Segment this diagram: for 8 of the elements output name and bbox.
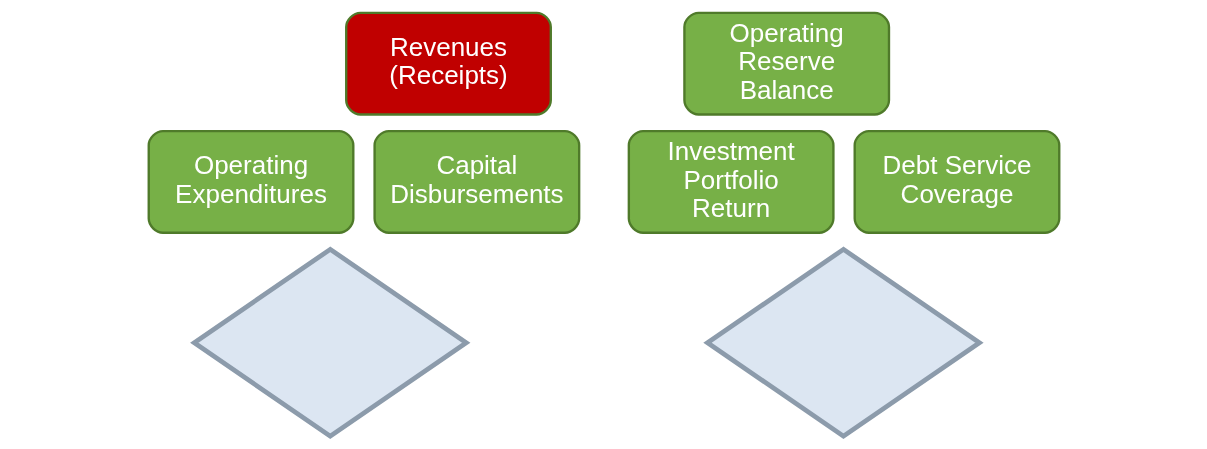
node-box: Capital Disbursements <box>372 129 580 234</box>
node-box: Revenues (Receipts) <box>344 11 552 116</box>
node-diamond <box>702 246 984 440</box>
node-box: Debt Service Coverage <box>853 129 1060 234</box>
node-box: Investment Portfolio Return <box>627 129 835 234</box>
node-diamond <box>189 246 470 440</box>
node-box: Operating Expenditures <box>147 129 354 234</box>
node-box: Operating Reserve Balance <box>682 11 890 116</box>
